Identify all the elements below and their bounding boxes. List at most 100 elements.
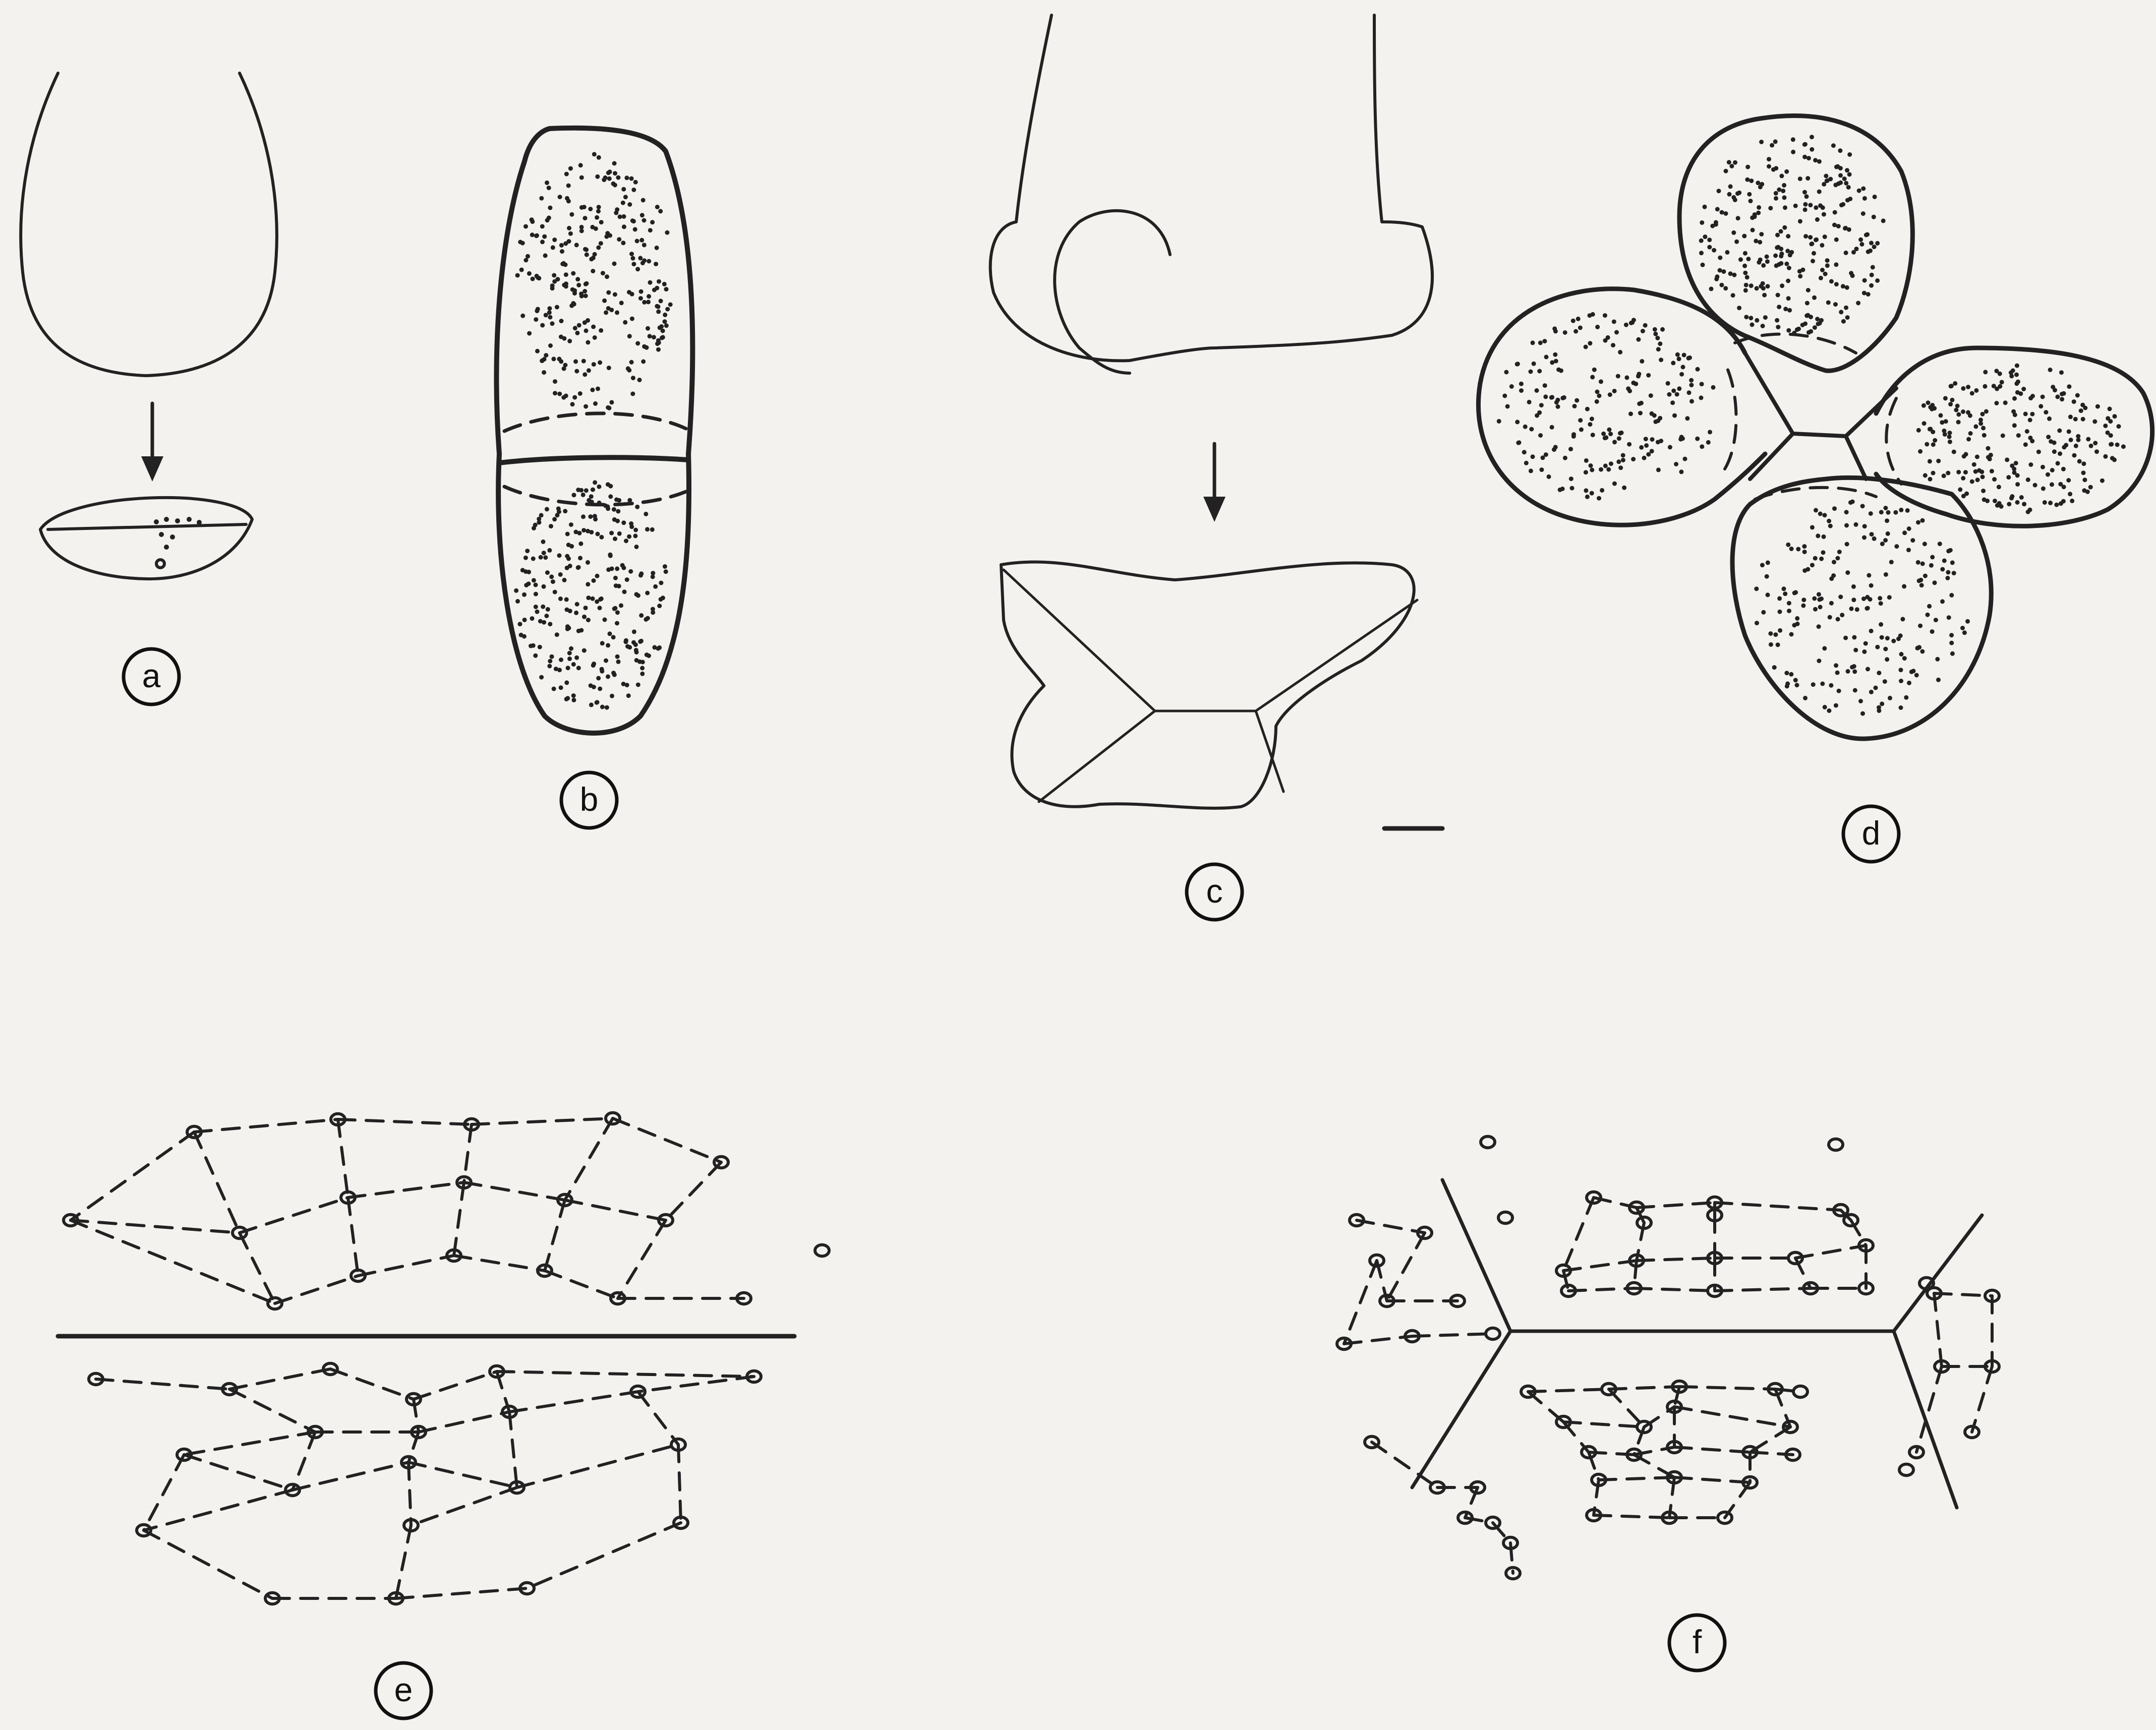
stipple-dot bbox=[598, 687, 602, 691]
stipple-dot bbox=[1992, 477, 1997, 482]
pore bbox=[1793, 1386, 1808, 1397]
stipple-dot bbox=[603, 618, 607, 622]
stipple-dot bbox=[1819, 276, 1823, 280]
stipple-dot bbox=[571, 662, 576, 667]
stipple-dot bbox=[1710, 224, 1715, 228]
stipple-dot bbox=[1820, 682, 1825, 686]
stipple-dot bbox=[648, 228, 653, 232]
stipple-dot bbox=[1699, 251, 1704, 255]
muri-segment bbox=[240, 1233, 275, 1303]
stipple-dot bbox=[1801, 604, 1805, 608]
stipple-dot bbox=[1853, 688, 1857, 693]
muri-segment bbox=[184, 1432, 315, 1455]
stipple-dot bbox=[1831, 573, 1836, 578]
stipple-dot bbox=[1814, 205, 1818, 210]
stipple-dot bbox=[1880, 701, 1884, 706]
stipple-dot bbox=[1646, 452, 1651, 457]
stipple-dot bbox=[1837, 550, 1842, 554]
stipple-dot bbox=[1717, 189, 1721, 193]
stipple-dot bbox=[1824, 174, 1828, 178]
stipple-dot bbox=[1803, 696, 1808, 700]
stipple-dot bbox=[1798, 274, 1802, 278]
stipple-dot bbox=[664, 569, 668, 574]
stipple-dot bbox=[1719, 283, 1724, 287]
stipple-dot bbox=[1834, 663, 1838, 668]
stipple-dot bbox=[1789, 632, 1794, 637]
stipple-dot bbox=[1946, 471, 1950, 475]
muri-segment bbox=[1387, 1233, 1425, 1301]
stipple-dot bbox=[1761, 324, 1765, 328]
stipple-dot bbox=[626, 693, 631, 698]
stipple-dot bbox=[570, 287, 575, 292]
stipple-dot bbox=[645, 527, 650, 531]
stipple-dot bbox=[633, 533, 637, 538]
stipple-dot bbox=[1760, 563, 1765, 567]
stipple-dot bbox=[2011, 409, 2016, 414]
stipple-dot bbox=[1832, 560, 1836, 564]
stipple-dot bbox=[1571, 319, 1576, 323]
stipple-dot bbox=[2012, 423, 2017, 428]
stipple-dot bbox=[604, 659, 608, 663]
stipple-dot bbox=[1761, 610, 1766, 615]
stipple-dot bbox=[1762, 293, 1767, 297]
stipple-dot bbox=[622, 589, 627, 594]
stipple-dot bbox=[2093, 441, 2097, 445]
stipple-dot bbox=[1802, 550, 1807, 554]
stipple-dot bbox=[1940, 567, 1945, 572]
stipple-dot bbox=[2047, 416, 2052, 421]
stipple-dot bbox=[1849, 607, 1854, 611]
stipple-dot bbox=[591, 663, 596, 668]
stipple-dot bbox=[543, 253, 548, 258]
stipple-dot bbox=[597, 155, 601, 160]
stipple-dot bbox=[611, 182, 616, 186]
stipple-dot bbox=[2015, 390, 2020, 395]
stipple-dot bbox=[1970, 480, 1974, 484]
stipple-dot bbox=[582, 372, 587, 377]
stipple-dot bbox=[1978, 417, 1983, 422]
stipple-dot bbox=[1766, 592, 1770, 597]
stipple-dot bbox=[1505, 404, 1510, 409]
stipple-dot bbox=[1833, 210, 1837, 215]
stipple-dot bbox=[1749, 178, 1754, 183]
panel-b-label: b bbox=[561, 772, 617, 828]
stipple-dot bbox=[1883, 647, 1888, 651]
stipple-dot bbox=[650, 527, 655, 532]
panel-c-grain-side-view bbox=[990, 15, 1432, 361]
stipple-dot bbox=[1585, 407, 1590, 411]
stipple-dot bbox=[574, 655, 579, 660]
stipple-dot bbox=[1603, 463, 1608, 468]
stipple-dot bbox=[591, 325, 596, 329]
stipple-dot bbox=[1869, 583, 1874, 588]
stipple-dot bbox=[1793, 678, 1798, 682]
stipple-dot bbox=[1523, 425, 1528, 429]
stipple-dot bbox=[559, 243, 564, 248]
stipple-dot bbox=[1822, 182, 1826, 187]
stipple-dot bbox=[1497, 419, 1501, 424]
stipple-dot bbox=[2117, 424, 2121, 429]
stipple-dot bbox=[587, 498, 591, 503]
stipple-dot bbox=[1866, 292, 1871, 296]
stipple-dot bbox=[1774, 166, 1778, 170]
stipple-dot bbox=[1862, 196, 1867, 201]
stipple-dot bbox=[1997, 485, 2001, 489]
stipple-dot bbox=[1731, 230, 1736, 235]
stipple-dot bbox=[1902, 584, 1906, 588]
stipple-dot bbox=[1922, 421, 1927, 426]
stipple-dot bbox=[595, 215, 599, 220]
stipple-dot bbox=[1791, 150, 1795, 154]
stipple-dot bbox=[1628, 411, 1633, 416]
stipple-dot bbox=[1814, 508, 1818, 512]
stipple-dot bbox=[1854, 522, 1858, 527]
stipple-dot bbox=[1922, 542, 1927, 546]
stipple-dot bbox=[1916, 520, 1920, 525]
stipple-dot bbox=[1817, 159, 1822, 164]
stipple-dot bbox=[1825, 258, 1830, 263]
muri-segment bbox=[293, 1462, 409, 1490]
panel-f-reticulum bbox=[1337, 1137, 1999, 1579]
stipple-dot bbox=[2021, 387, 2026, 391]
stipple-dot bbox=[1825, 178, 1830, 183]
stipple-dot bbox=[1821, 205, 1825, 210]
stipple-dot bbox=[655, 286, 659, 290]
stipple-dot bbox=[613, 171, 617, 175]
stipple-dot bbox=[608, 484, 613, 489]
